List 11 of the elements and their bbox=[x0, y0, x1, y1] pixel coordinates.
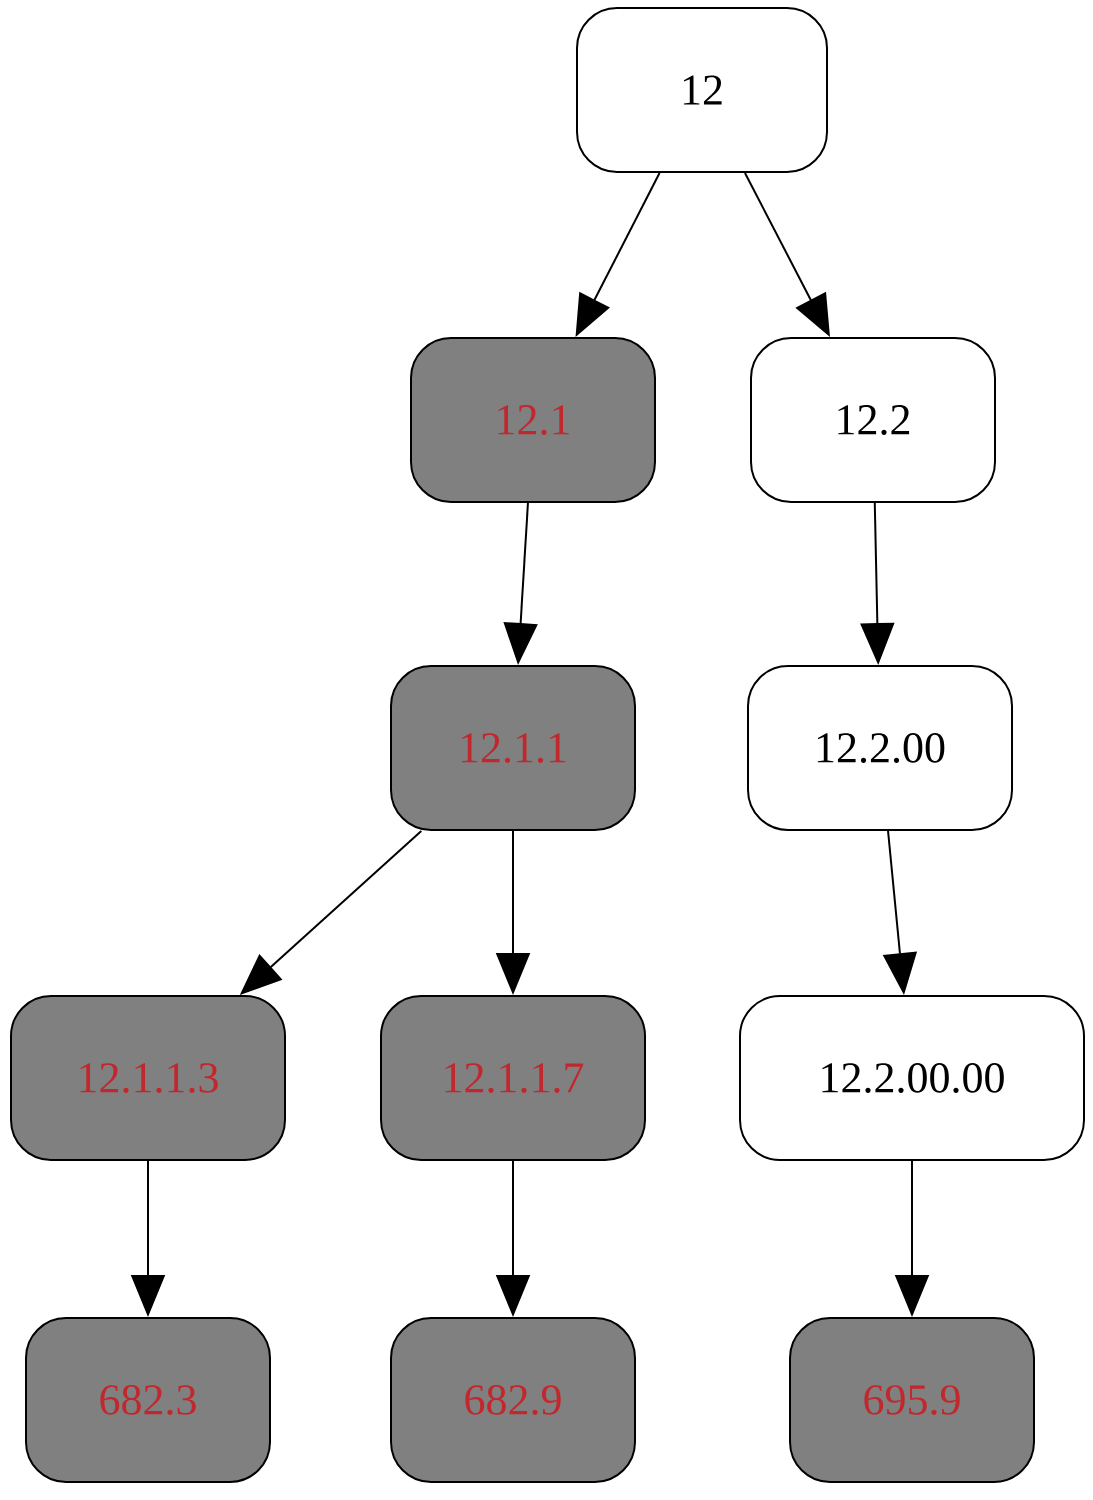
rounded-box: 12.2 bbox=[750, 337, 996, 503]
rounded-box: 12.2.00 bbox=[747, 665, 1013, 831]
rounded-box: 695.9 bbox=[789, 1317, 1035, 1483]
rounded-box: 682.3 bbox=[25, 1317, 271, 1483]
rounded-box: 12.1.1.7 bbox=[380, 995, 646, 1161]
rounded-box: 12 bbox=[576, 7, 828, 173]
rounded-box: 682.9 bbox=[390, 1317, 636, 1483]
rounded-box: 12.2.00.00 bbox=[739, 995, 1085, 1161]
rounded-box: 12.1 bbox=[410, 337, 656, 503]
rounded-box: 12.1.1.3 bbox=[10, 995, 286, 1161]
rounded-box: 12.1.1 bbox=[390, 665, 636, 831]
